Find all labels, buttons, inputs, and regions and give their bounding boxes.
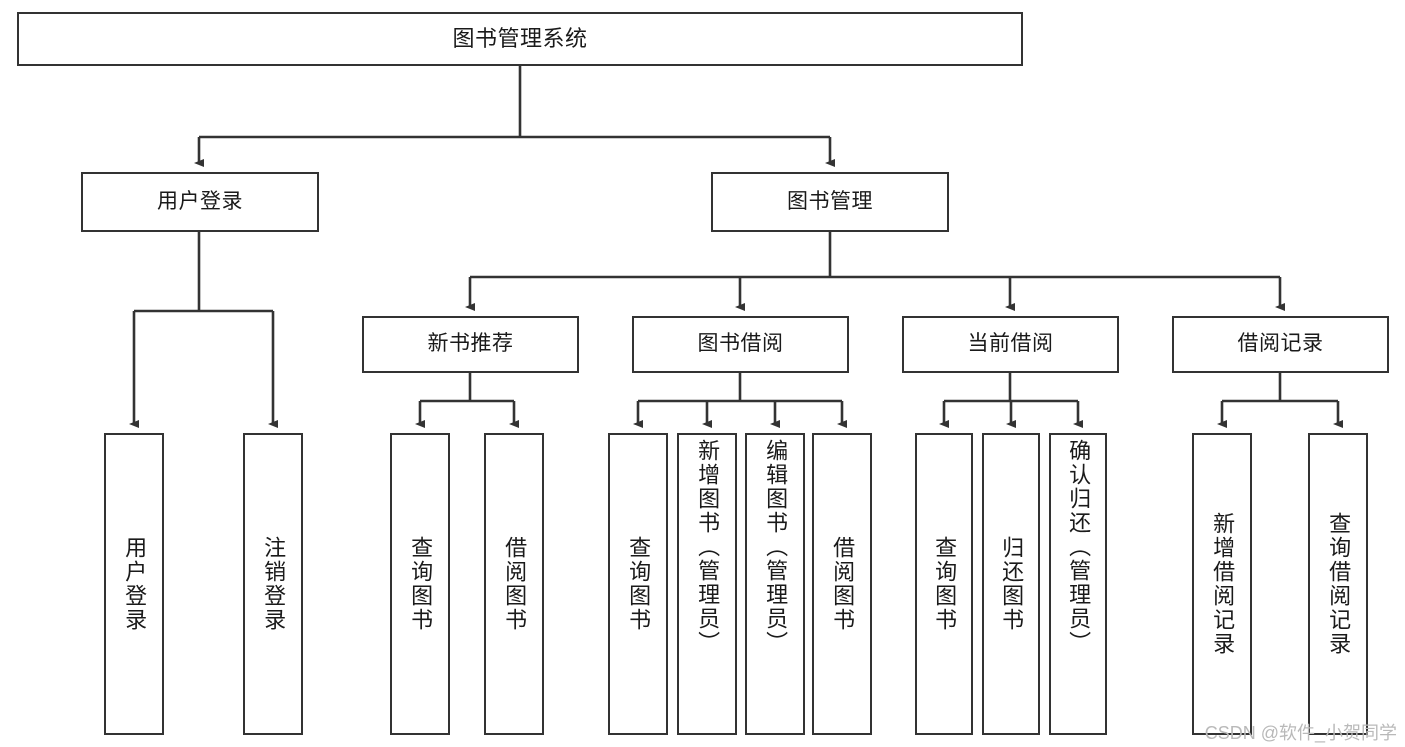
node-user-login-label: 用户登录 — [157, 189, 243, 213]
node-new-book-recommend[interactable]: 新书推荐 — [362, 316, 579, 373]
node-leaf-borrow-book-1[interactable]: 借阅图书 — [484, 433, 544, 735]
node-leaf-confirm-return[interactable]: 确认归还（管理员） — [1049, 433, 1107, 735]
node-root-label: 图书管理系统 — [452, 26, 588, 52]
node-book-manage[interactable]: 图书管理 — [711, 172, 949, 232]
node-leaf-edit-book-label: 编辑图书（管理员） — [763, 439, 789, 655]
node-user-login[interactable]: 用户登录 — [81, 172, 319, 232]
node-borrow-record[interactable]: 借阅记录 — [1172, 316, 1389, 373]
node-current-borrow[interactable]: 当前借阅 — [902, 316, 1119, 373]
node-leaf-query-book-3-label: 查询图书 — [932, 536, 958, 632]
node-leaf-query-record[interactable]: 查询借阅记录 — [1308, 433, 1368, 735]
node-leaf-confirm-return-label: 确认归还（管理员） — [1066, 439, 1092, 655]
node-leaf-query-book-2[interactable]: 查询图书 — [608, 433, 668, 735]
node-leaf-borrow-book-1-label: 借阅图书 — [502, 536, 528, 632]
node-leaf-borrow-book-2-label: 借阅图书 — [830, 536, 856, 632]
node-leaf-add-record[interactable]: 新增借阅记录 — [1192, 433, 1252, 735]
node-book-borrow-label: 图书借阅 — [697, 332, 784, 356]
csdn-watermark: CSDN @软件_小贺同学 — [1204, 723, 1397, 743]
node-leaf-edit-book[interactable]: 编辑图书（管理员） — [745, 433, 805, 735]
node-leaf-return-book[interactable]: 归还图书 — [982, 433, 1040, 735]
node-leaf-query-book-1-label: 查询图书 — [408, 536, 434, 632]
node-leaf-add-book[interactable]: 新增图书（管理员） — [677, 433, 737, 735]
node-leaf-user-login[interactable]: 用户登录 — [104, 433, 164, 735]
node-leaf-add-book-label: 新增图书（管理员） — [695, 439, 721, 655]
node-leaf-user-login-label: 用户登录 — [122, 536, 148, 632]
node-book-borrow[interactable]: 图书借阅 — [632, 316, 849, 373]
node-leaf-add-record-label: 新增借阅记录 — [1210, 512, 1236, 656]
node-leaf-query-book-3[interactable]: 查询图书 — [915, 433, 973, 735]
node-current-borrow-label: 当前借阅 — [967, 332, 1054, 356]
node-leaf-query-record-label: 查询借阅记录 — [1326, 512, 1352, 656]
node-leaf-query-book-1[interactable]: 查询图书 — [390, 433, 450, 735]
node-book-manage-label: 图书管理 — [787, 189, 873, 213]
node-leaf-logout-label: 注销登录 — [261, 536, 287, 632]
node-leaf-logout[interactable]: 注销登录 — [243, 433, 303, 735]
node-new-book-recommend-label: 新书推荐 — [427, 332, 514, 356]
node-leaf-return-book-label: 归还图书 — [999, 536, 1025, 632]
node-root[interactable]: 图书管理系统 — [17, 12, 1023, 66]
node-borrow-record-label: 借阅记录 — [1237, 332, 1324, 356]
node-leaf-query-book-2-label: 查询图书 — [626, 536, 652, 632]
node-leaf-borrow-book-2[interactable]: 借阅图书 — [812, 433, 872, 735]
